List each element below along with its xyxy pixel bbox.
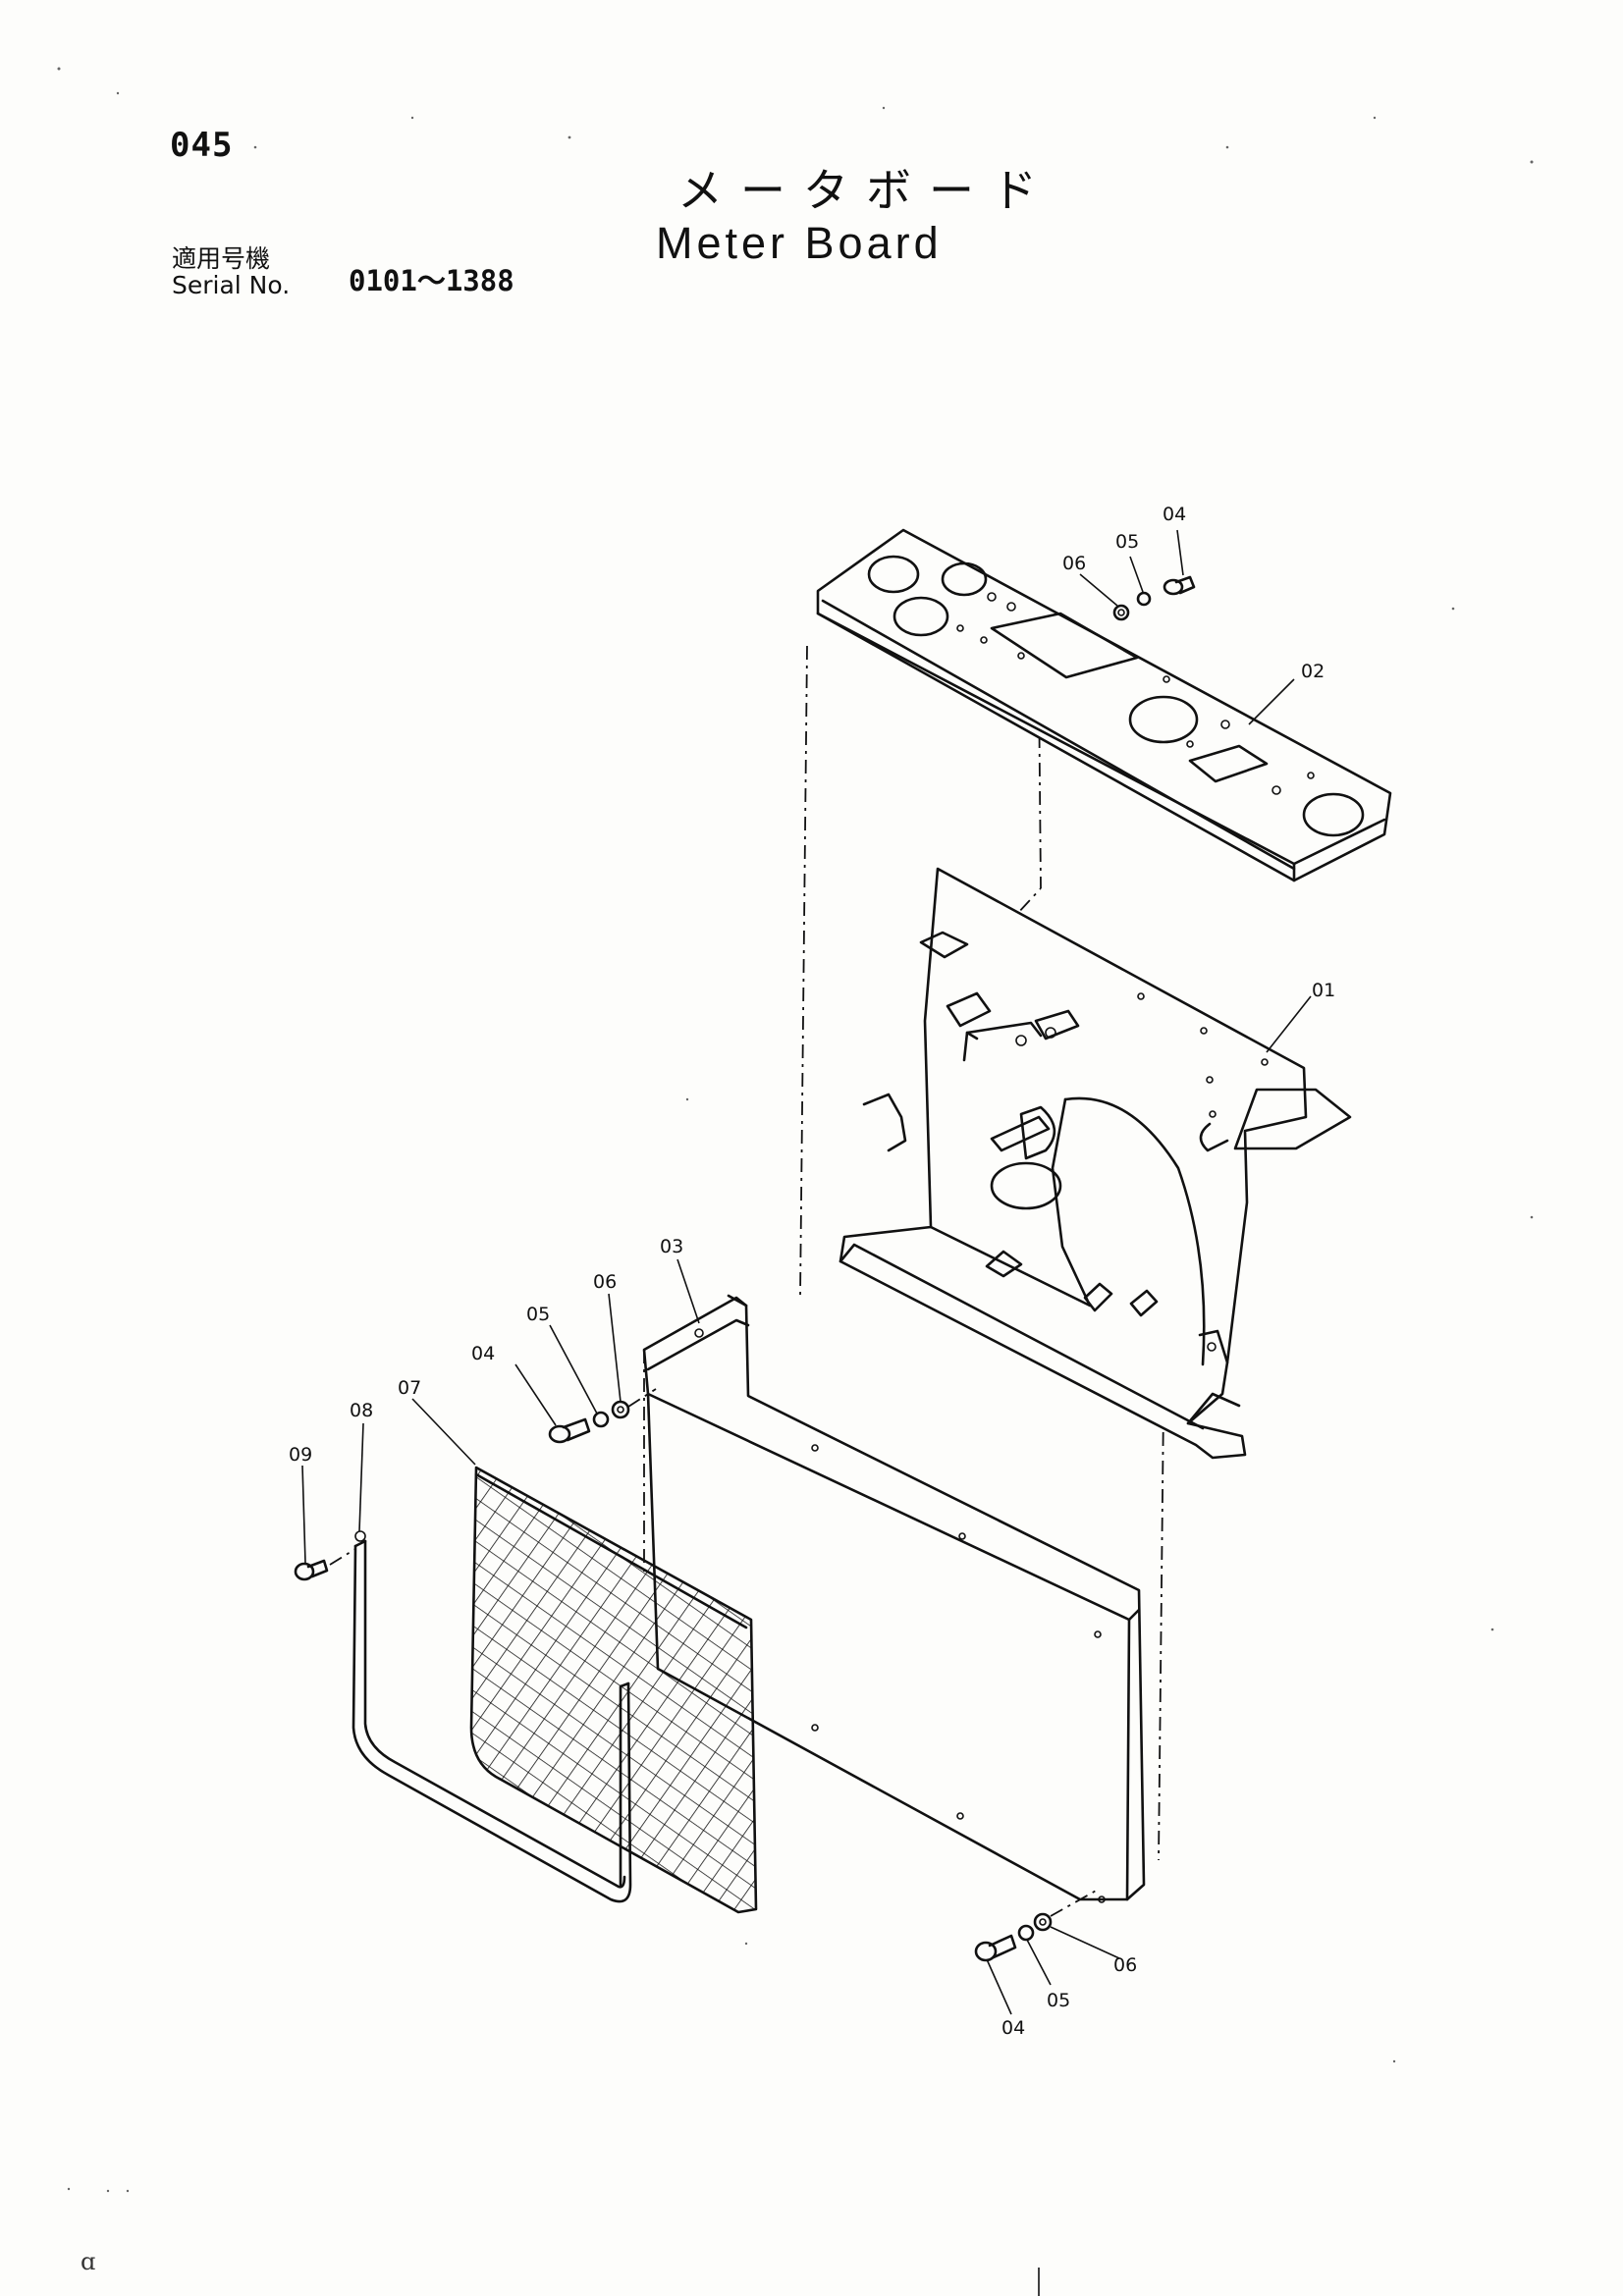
callout-05-bottom: 05 — [1047, 1990, 1070, 2011]
callout-04-left: 04 — [471, 1343, 495, 1364]
fastener-set-top — [1112, 575, 1196, 621]
page-number: 045 — [170, 126, 234, 165]
callout-05-left: 05 — [526, 1304, 550, 1325]
callout-06-bottom: 06 — [1113, 1954, 1137, 1976]
page-title-english: Meter Board — [656, 218, 943, 268]
gauge-hole — [867, 555, 920, 594]
gauge-hole — [893, 596, 949, 637]
callout-09: 09 — [289, 1444, 312, 1466]
corner-mark: ɑ — [81, 2248, 96, 2275]
gauge-hole — [941, 561, 988, 597]
callout-07: 07 — [398, 1377, 421, 1399]
callout-08: 08 — [350, 1400, 373, 1421]
fastener-set-bottom — [974, 1889, 1099, 1962]
gauge-hole — [1302, 792, 1365, 837]
print-speckle — [57, 67, 1534, 2193]
display-window — [990, 612, 1139, 679]
callout-02: 02 — [1301, 661, 1325, 682]
callout-01: 01 — [1312, 980, 1335, 1001]
page-title-japanese: メータボード — [677, 164, 1055, 217]
tubular-frame — [352, 1530, 632, 1903]
fastener-screw-09 — [294, 1548, 356, 1581]
mounting-bracket-plate — [839, 867, 1352, 1460]
display-window — [1188, 744, 1269, 783]
callout-03: 03 — [660, 1236, 683, 1257]
serial-label-japanese: 適用号機 — [172, 244, 271, 273]
callout-04-bottom: 04 — [1001, 2017, 1025, 2039]
serial-label-english: Serial No. — [172, 271, 291, 299]
serial-label: 適用号機 Serial No. — [172, 245, 290, 298]
fastener-set-left — [548, 1388, 657, 1444]
part-callouts: 01 02 03 04 05 06 04 05 06 07 08 09 06 0… — [289, 504, 1335, 2039]
meter-board-panel — [816, 528, 1392, 882]
callout-06-top: 06 — [1062, 553, 1086, 574]
serial-range: 0101～1388 — [349, 264, 514, 297]
callout-leader-lines — [301, 529, 1312, 2015]
callout-04-top: 04 — [1163, 504, 1186, 525]
gauge-hole — [1128, 695, 1199, 744]
mesh-screen — [469, 1466, 758, 1914]
callout-05-top: 05 — [1115, 531, 1139, 553]
callout-06-left: 06 — [593, 1271, 617, 1293]
